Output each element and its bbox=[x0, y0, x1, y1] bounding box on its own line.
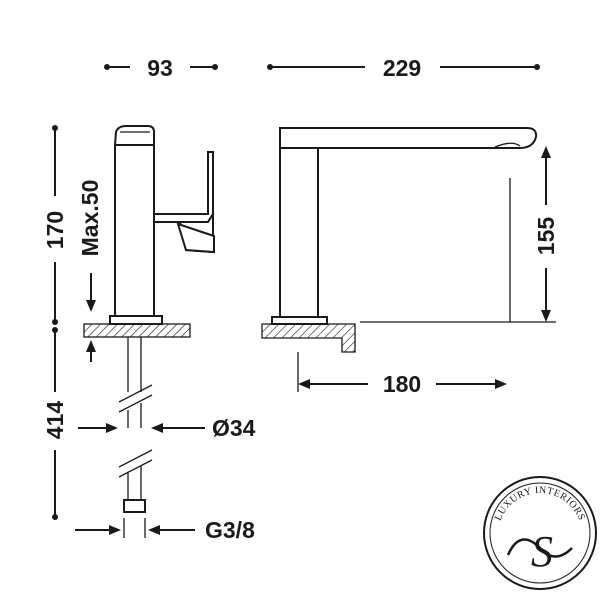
dim-label-170: 170 bbox=[42, 211, 68, 249]
dim-label-229: 229 bbox=[383, 55, 421, 81]
brand-logo: LUXURY INTERIORS S bbox=[483, 476, 597, 590]
dim-spout-reach: 180 bbox=[297, 352, 507, 397]
dim-label-155: 155 bbox=[533, 217, 559, 256]
dim-width-side: 93 bbox=[104, 55, 218, 81]
dim-thread: G3/8 bbox=[75, 517, 255, 543]
dim-hole-diameter: Ø34 bbox=[78, 415, 256, 441]
dim-below-deck: 414 bbox=[42, 327, 68, 520]
dim-max-handle: Max.50 bbox=[77, 180, 103, 362]
front-view-faucet bbox=[261, 127, 538, 353]
dim-width-front: 229 bbox=[267, 55, 540, 81]
dim-label-93: 93 bbox=[147, 55, 173, 81]
dim-label-180: 180 bbox=[383, 371, 421, 397]
dim-label-g38: G3/8 bbox=[205, 517, 255, 543]
side-view-faucet bbox=[83, 125, 215, 513]
dim-label-414: 414 bbox=[42, 401, 68, 440]
dim-label-o34: Ø34 bbox=[212, 415, 256, 441]
dim-spout-height: 155 bbox=[360, 146, 559, 323]
dim-height-total: 170 bbox=[42, 125, 68, 325]
dim-label-max50: Max.50 bbox=[77, 180, 103, 257]
